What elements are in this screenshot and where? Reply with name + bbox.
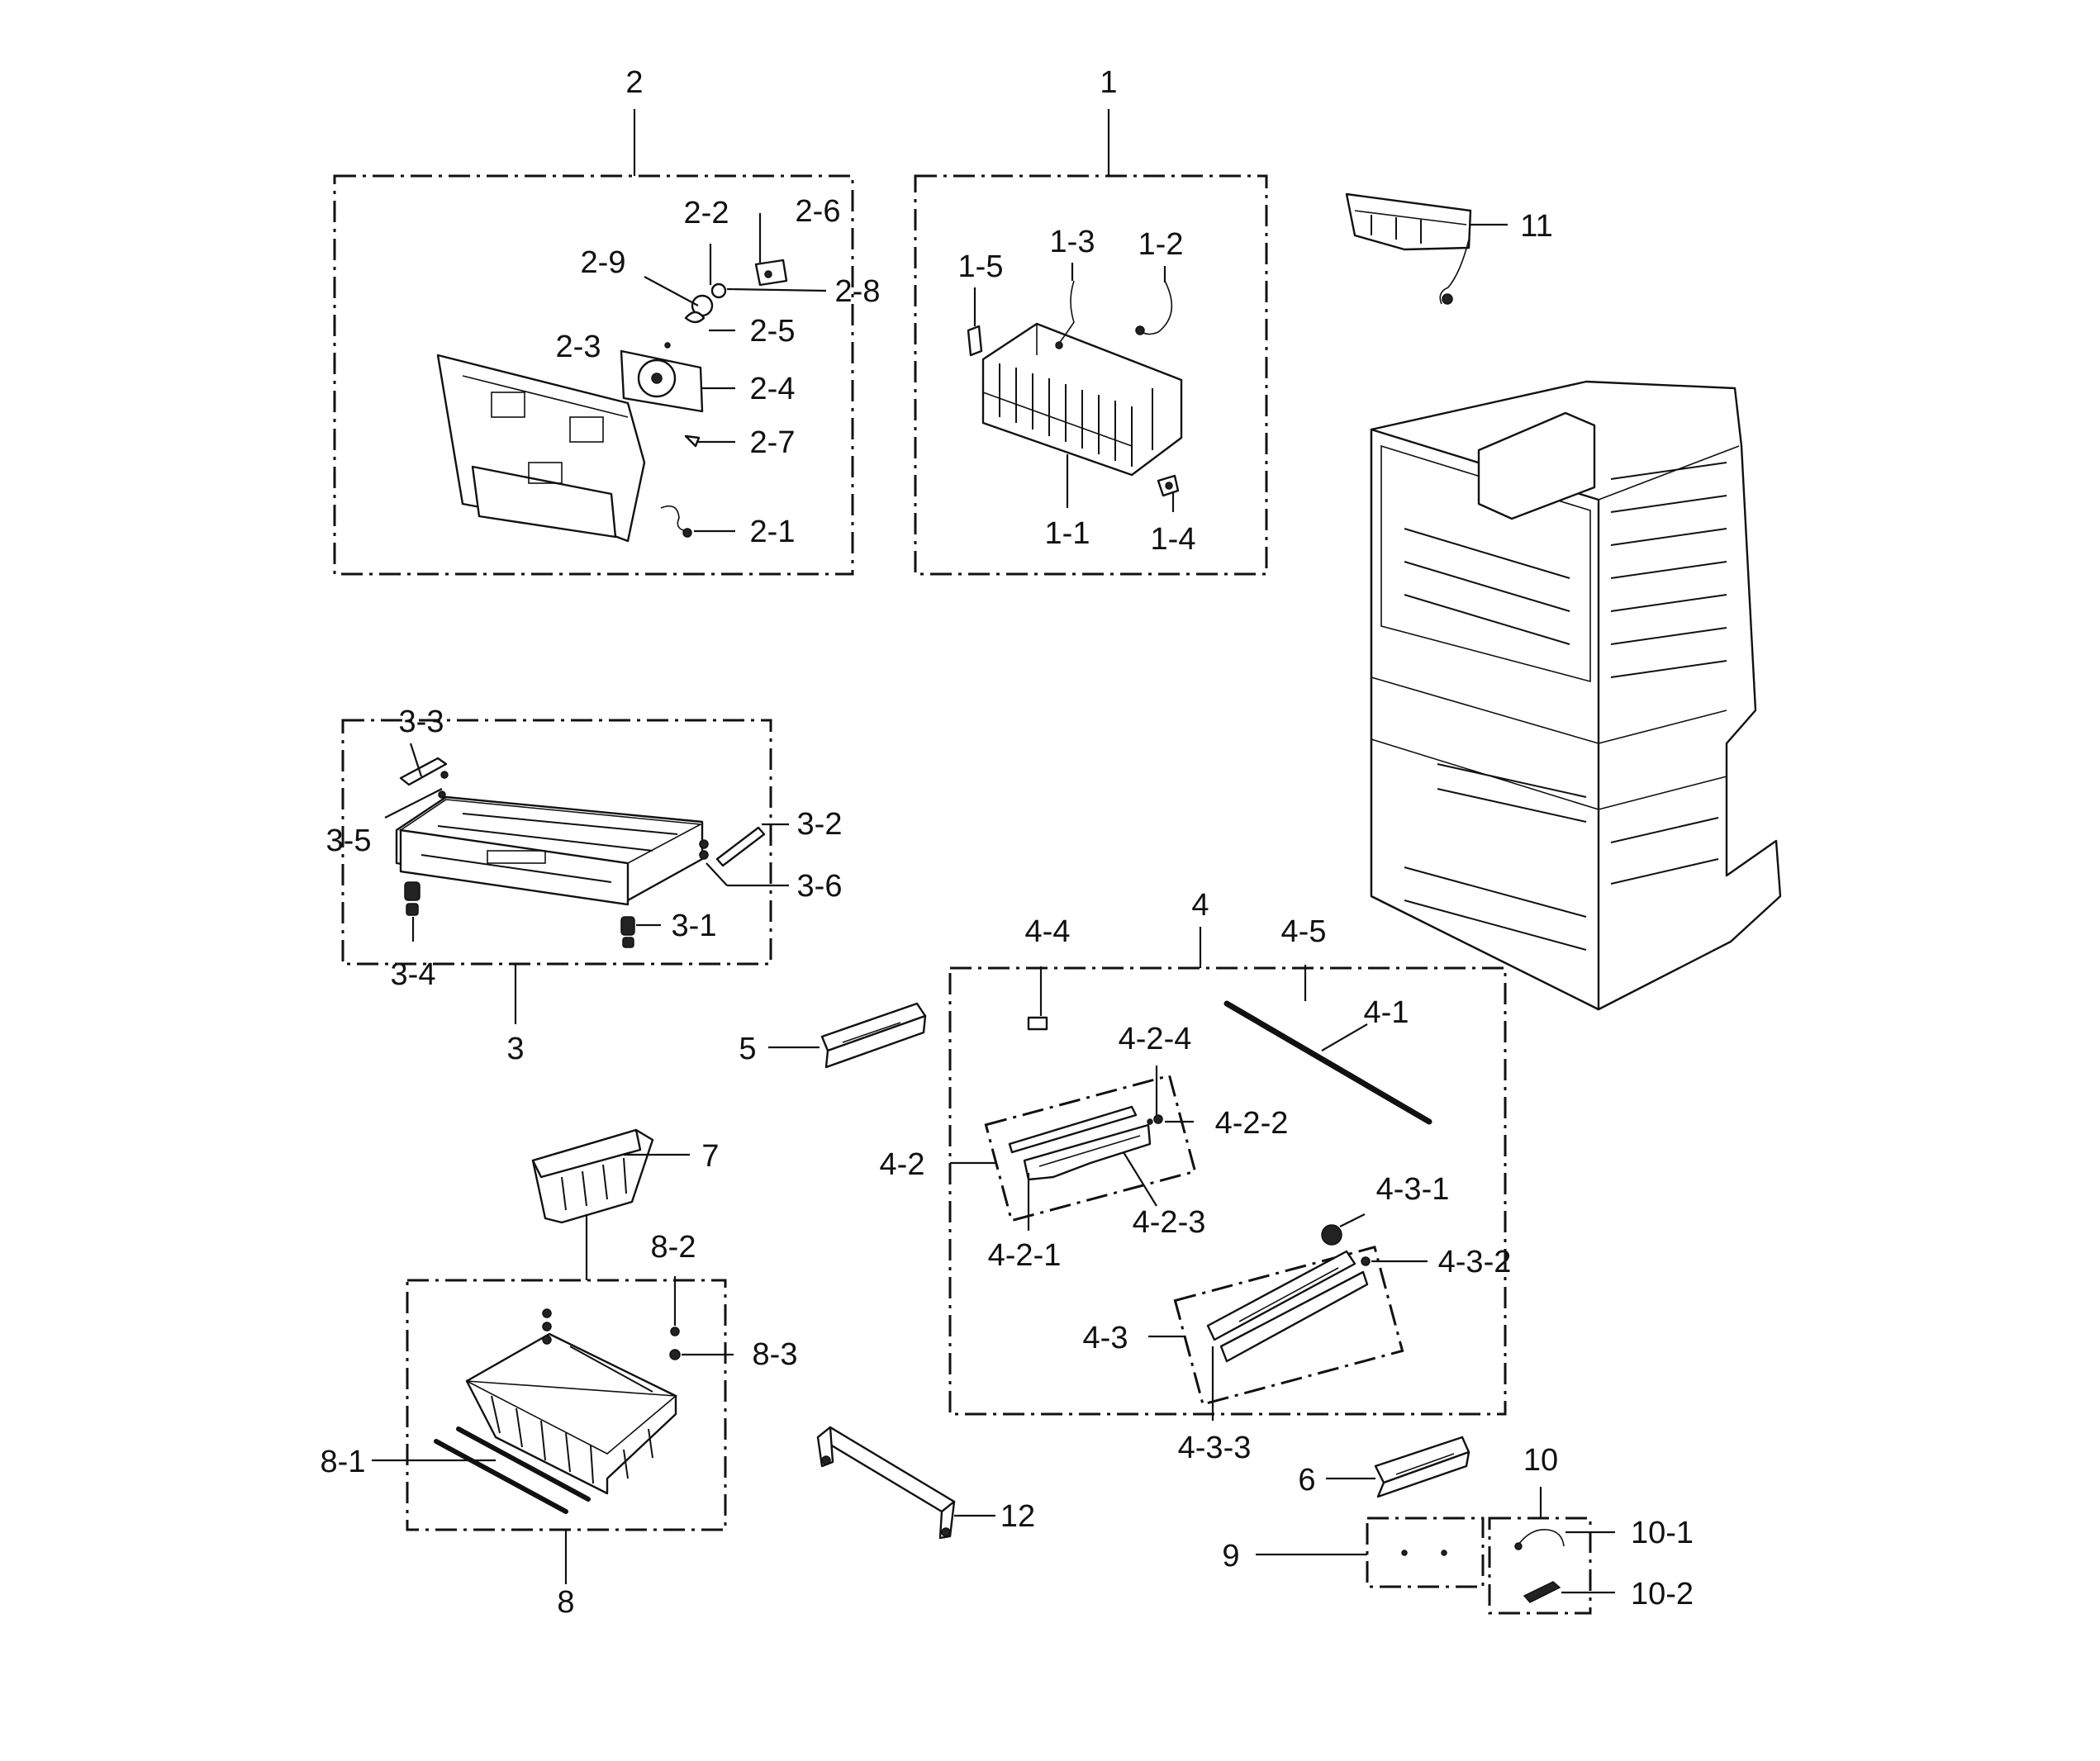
label-4-1: 4-1 <box>1364 995 1409 1030</box>
part-9 <box>1401 1550 1447 1556</box>
part-4-1 <box>1223 1000 1432 1125</box>
label-1-4: 1-4 <box>1151 522 1196 557</box>
label-5: 5 <box>739 1032 756 1066</box>
freezer-basket-8 <box>465 1308 678 1495</box>
part-4-3-rail <box>1206 1224 1371 1363</box>
label-3-4: 3-4 <box>391 957 436 992</box>
label-1-2: 1-2 <box>1138 227 1184 262</box>
lead-3-6 <box>706 862 728 886</box>
label-2-4: 2-4 <box>750 372 796 406</box>
lead-4-3-1 <box>1339 1213 1366 1227</box>
label-3-6: 3-6 <box>797 869 843 904</box>
group-box-3 <box>341 719 772 966</box>
label-4-3-1: 4-3-1 <box>1376 1172 1450 1207</box>
label-2-6: 2-6 <box>796 194 841 229</box>
label-group-8: 8 <box>557 1585 574 1620</box>
label-3-2: 3-2 <box>797 807 843 842</box>
lead-2-8 <box>726 287 827 292</box>
label-4-3-2: 4-3-2 <box>1438 1245 1512 1279</box>
part-4-4 <box>1027 1016 1048 1031</box>
part-6 <box>1374 1436 1470 1498</box>
label-3-3: 3-3 <box>399 705 444 739</box>
lead-3-5 <box>384 788 443 819</box>
evaporator <box>981 322 1183 477</box>
evaporator-cover-assembly <box>436 354 646 543</box>
part-5 <box>820 1002 927 1069</box>
lead-3-3 <box>409 743 423 777</box>
label-4-3-3: 4-3-3 <box>1178 1431 1252 1465</box>
label-group-1: 1 <box>1100 65 1117 100</box>
part-10-1 <box>1514 1529 1565 1550</box>
label-2-3: 2-3 <box>556 330 601 364</box>
label-group-2: 2 <box>625 65 643 100</box>
part-8-2 <box>670 1327 680 1336</box>
handle-bar-12 <box>816 1426 956 1540</box>
label-1-3: 1-3 <box>1050 225 1095 259</box>
label-2-5: 2-5 <box>750 314 796 349</box>
label-2-9: 2-9 <box>581 245 626 280</box>
label-group-3: 3 <box>506 1032 524 1066</box>
label-8-1: 8-1 <box>321 1445 366 1479</box>
label-10-2: 10-2 <box>1631 1577 1694 1611</box>
group-box-2 <box>333 174 854 576</box>
label-4-2-3: 4-2-3 <box>1133 1205 1206 1240</box>
group-box-4-2 <box>984 1074 1197 1222</box>
label-8-3: 8-3 <box>753 1337 798 1372</box>
fan-shroud <box>620 349 704 413</box>
label-9: 9 <box>1222 1539 1239 1574</box>
label-2-1: 2-1 <box>750 515 796 549</box>
label-12: 12 <box>1000 1499 1035 1534</box>
part-4-2-rail <box>1008 1105 1163 1181</box>
evaporator-small-parts <box>967 280 1180 497</box>
drawer-3 <box>395 795 704 906</box>
part-8-3 <box>669 1349 681 1360</box>
label-4-2: 4-2 <box>880 1147 925 1182</box>
drawer-3-small-parts <box>399 757 766 948</box>
label-2-7: 2-7 <box>750 425 796 460</box>
ice-maker-part-11 <box>1345 192 1472 305</box>
lead-4-1 <box>1321 1023 1368 1051</box>
basket-rails-8-1 <box>434 1426 591 1514</box>
lead-2-9 <box>644 276 699 306</box>
label-1-5: 1-5 <box>958 249 1004 284</box>
label-4-2-4: 4-2-4 <box>1119 1022 1192 1056</box>
group-box-9 <box>1366 1517 1485 1588</box>
label-4-2-1: 4-2-1 <box>988 1238 1062 1273</box>
label-group-10: 10 <box>1523 1443 1558 1478</box>
fan-motor-small-parts <box>660 259 788 538</box>
label-4-5: 4-5 <box>1281 914 1327 949</box>
part-10-2 <box>1523 1581 1561 1603</box>
label-7: 7 <box>701 1139 719 1174</box>
label-3-5: 3-5 <box>326 824 372 858</box>
label-8-2: 8-2 <box>651 1230 696 1265</box>
group-box-1 <box>914 174 1268 576</box>
label-11: 11 <box>1520 209 1552 244</box>
group-box-4-3 <box>1173 1246 1404 1406</box>
label-10-1: 10-1 <box>1631 1516 1694 1550</box>
lead-4-2-3 <box>1123 1151 1157 1207</box>
label-4-2-2: 4-2-2 <box>1215 1106 1289 1141</box>
label-4-4: 4-4 <box>1025 914 1071 949</box>
label-4-3: 4-3 <box>1083 1321 1128 1355</box>
label-6: 6 <box>1298 1463 1315 1498</box>
label-2-8: 2-8 <box>835 274 881 309</box>
label-3-1: 3-1 <box>672 909 717 943</box>
label-group-4: 4 <box>1191 888 1209 923</box>
basket-divider-7 <box>531 1128 654 1224</box>
refrigerator-cabinet <box>1370 380 1782 1011</box>
group-box-4 <box>948 966 1507 1416</box>
label-2-2: 2-2 <box>684 196 729 230</box>
label-1-1: 1-1 <box>1045 516 1090 551</box>
